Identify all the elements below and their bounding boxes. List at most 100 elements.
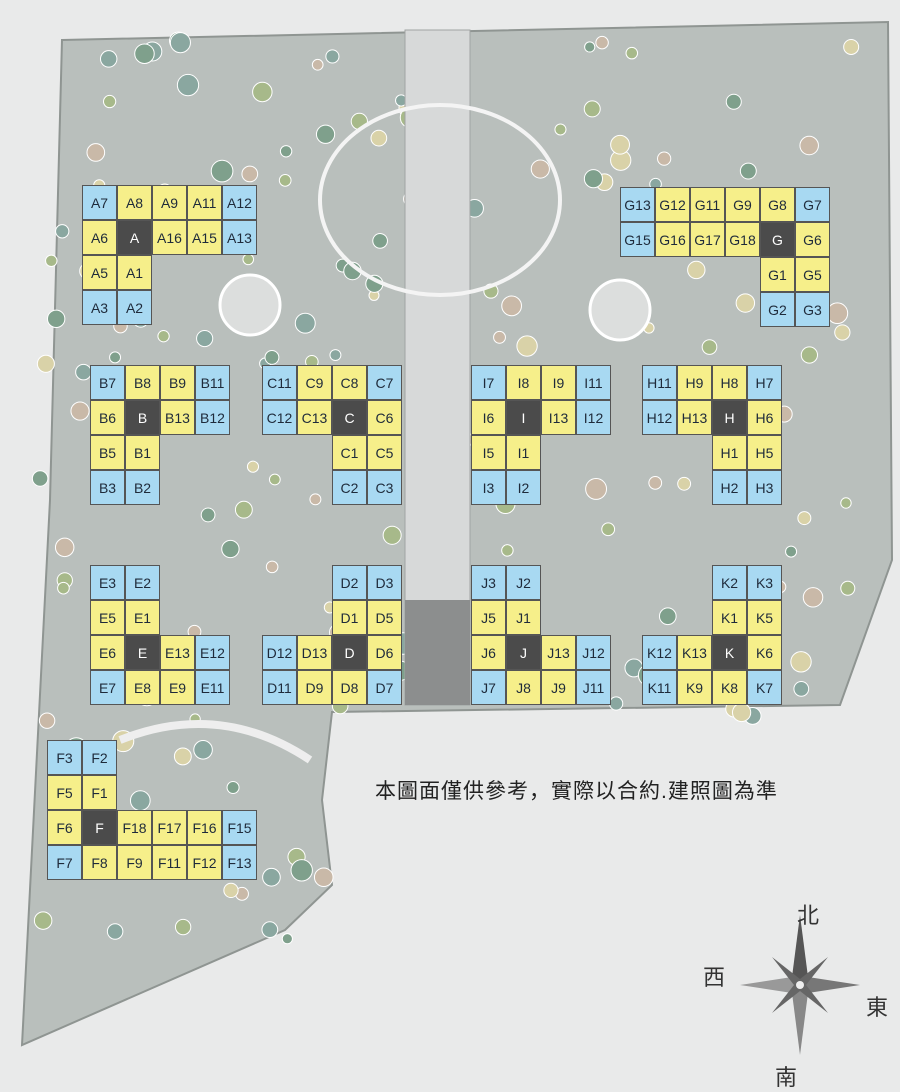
unit-cell[interactable]: D1 bbox=[332, 600, 367, 635]
unit-cell[interactable]: C5 bbox=[367, 435, 402, 470]
unit-cell[interactable]: I7 bbox=[471, 365, 506, 400]
unit-cell[interactable]: I9 bbox=[541, 365, 576, 400]
unit-cell[interactable]: H11 bbox=[642, 365, 677, 400]
unit-cell[interactable]: I11 bbox=[576, 365, 611, 400]
unit-cell[interactable]: E9 bbox=[160, 670, 195, 705]
unit-cell[interactable]: B3 bbox=[90, 470, 125, 505]
unit-cell[interactable]: G16 bbox=[655, 222, 690, 257]
unit-cell[interactable]: D13 bbox=[297, 635, 332, 670]
unit-cell[interactable]: F3 bbox=[47, 740, 82, 775]
unit-cell[interactable]: B1 bbox=[125, 435, 160, 470]
unit-cell[interactable]: B13 bbox=[160, 400, 195, 435]
unit-cell[interactable]: J12 bbox=[576, 635, 611, 670]
unit-cell[interactable]: G11 bbox=[690, 187, 725, 222]
unit-cell[interactable]: I1 bbox=[506, 435, 541, 470]
unit-cell[interactable]: B6 bbox=[90, 400, 125, 435]
unit-cell[interactable]: G2 bbox=[760, 292, 795, 327]
unit-cell[interactable]: A15 bbox=[187, 220, 222, 255]
unit-cell[interactable]: H2 bbox=[712, 470, 747, 505]
unit-cell[interactable]: A7 bbox=[82, 185, 117, 220]
unit-cell[interactable]: J11 bbox=[576, 670, 611, 705]
unit-cell[interactable]: K2 bbox=[712, 565, 747, 600]
unit-cell[interactable]: B11 bbox=[195, 365, 230, 400]
unit-cell[interactable]: A12 bbox=[222, 185, 257, 220]
unit-cell[interactable]: D2 bbox=[332, 565, 367, 600]
unit-cell[interactable]: B2 bbox=[125, 470, 160, 505]
unit-cell[interactable]: H3 bbox=[747, 470, 782, 505]
unit-cell[interactable]: H9 bbox=[677, 365, 712, 400]
unit-cell[interactable]: H13 bbox=[677, 400, 712, 435]
unit-cell[interactable]: E1 bbox=[125, 600, 160, 635]
unit-cell[interactable]: A2 bbox=[117, 290, 152, 325]
unit-cell[interactable]: K13 bbox=[677, 635, 712, 670]
unit-cell[interactable]: D7 bbox=[367, 670, 402, 705]
unit-cell[interactable]: I8 bbox=[506, 365, 541, 400]
unit-cell[interactable]: D12 bbox=[262, 635, 297, 670]
unit-cell[interactable]: I5 bbox=[471, 435, 506, 470]
unit-cell[interactable]: F18 bbox=[117, 810, 152, 845]
unit-cell[interactable]: C13 bbox=[297, 400, 332, 435]
unit-cell[interactable]: A5 bbox=[82, 255, 117, 290]
unit-cell[interactable]: F16 bbox=[187, 810, 222, 845]
unit-cell[interactable]: D11 bbox=[262, 670, 297, 705]
unit-cell[interactable]: I3 bbox=[471, 470, 506, 505]
unit-cell[interactable]: C9 bbox=[297, 365, 332, 400]
unit-cell[interactable]: G3 bbox=[795, 292, 830, 327]
unit-cell[interactable]: G17 bbox=[690, 222, 725, 257]
unit-cell[interactable]: B12 bbox=[195, 400, 230, 435]
unit-cell[interactable]: E8 bbox=[125, 670, 160, 705]
unit-cell[interactable]: E3 bbox=[90, 565, 125, 600]
unit-cell[interactable]: K7 bbox=[747, 670, 782, 705]
unit-cell[interactable]: K1 bbox=[712, 600, 747, 635]
building-core[interactable]: I bbox=[506, 400, 541, 435]
unit-cell[interactable]: D3 bbox=[367, 565, 402, 600]
unit-cell[interactable]: I12 bbox=[576, 400, 611, 435]
unit-cell[interactable]: G9 bbox=[725, 187, 760, 222]
building-core[interactable]: B bbox=[125, 400, 160, 435]
unit-cell[interactable]: F2 bbox=[82, 740, 117, 775]
unit-cell[interactable]: K8 bbox=[712, 670, 747, 705]
unit-cell[interactable]: C12 bbox=[262, 400, 297, 435]
unit-cell[interactable]: F17 bbox=[152, 810, 187, 845]
building-core[interactable]: J bbox=[506, 635, 541, 670]
unit-cell[interactable]: G13 bbox=[620, 187, 655, 222]
unit-cell[interactable]: E12 bbox=[195, 635, 230, 670]
unit-cell[interactable]: K5 bbox=[747, 600, 782, 635]
unit-cell[interactable]: C1 bbox=[332, 435, 367, 470]
unit-cell[interactable]: A1 bbox=[117, 255, 152, 290]
unit-cell[interactable]: B9 bbox=[160, 365, 195, 400]
unit-cell[interactable]: A16 bbox=[152, 220, 187, 255]
unit-cell[interactable]: G7 bbox=[795, 187, 830, 222]
unit-cell[interactable]: F6 bbox=[47, 810, 82, 845]
unit-cell[interactable]: E5 bbox=[90, 600, 125, 635]
unit-cell[interactable]: F5 bbox=[47, 775, 82, 810]
unit-cell[interactable]: C2 bbox=[332, 470, 367, 505]
unit-cell[interactable]: J1 bbox=[506, 600, 541, 635]
unit-cell[interactable]: J3 bbox=[471, 565, 506, 600]
unit-cell[interactable]: A11 bbox=[187, 185, 222, 220]
unit-cell[interactable]: I2 bbox=[506, 470, 541, 505]
unit-cell[interactable]: A6 bbox=[82, 220, 117, 255]
unit-cell[interactable]: E2 bbox=[125, 565, 160, 600]
unit-cell[interactable]: E6 bbox=[90, 635, 125, 670]
unit-cell[interactable]: J8 bbox=[506, 670, 541, 705]
building-core[interactable]: F bbox=[82, 810, 117, 845]
unit-cell[interactable]: F13 bbox=[222, 845, 257, 880]
unit-cell[interactable]: B7 bbox=[90, 365, 125, 400]
unit-cell[interactable]: K6 bbox=[747, 635, 782, 670]
unit-cell[interactable]: H12 bbox=[642, 400, 677, 435]
unit-cell[interactable]: H1 bbox=[712, 435, 747, 470]
unit-cell[interactable]: F9 bbox=[117, 845, 152, 880]
building-core[interactable]: G bbox=[760, 222, 795, 257]
unit-cell[interactable]: H5 bbox=[747, 435, 782, 470]
unit-cell[interactable]: K11 bbox=[642, 670, 677, 705]
unit-cell[interactable]: E7 bbox=[90, 670, 125, 705]
unit-cell[interactable]: B8 bbox=[125, 365, 160, 400]
unit-cell[interactable]: F8 bbox=[82, 845, 117, 880]
unit-cell[interactable]: F7 bbox=[47, 845, 82, 880]
unit-cell[interactable]: G6 bbox=[795, 222, 830, 257]
unit-cell[interactable]: G18 bbox=[725, 222, 760, 257]
building-core[interactable]: A bbox=[117, 220, 152, 255]
unit-cell[interactable]: K12 bbox=[642, 635, 677, 670]
unit-cell[interactable]: H8 bbox=[712, 365, 747, 400]
